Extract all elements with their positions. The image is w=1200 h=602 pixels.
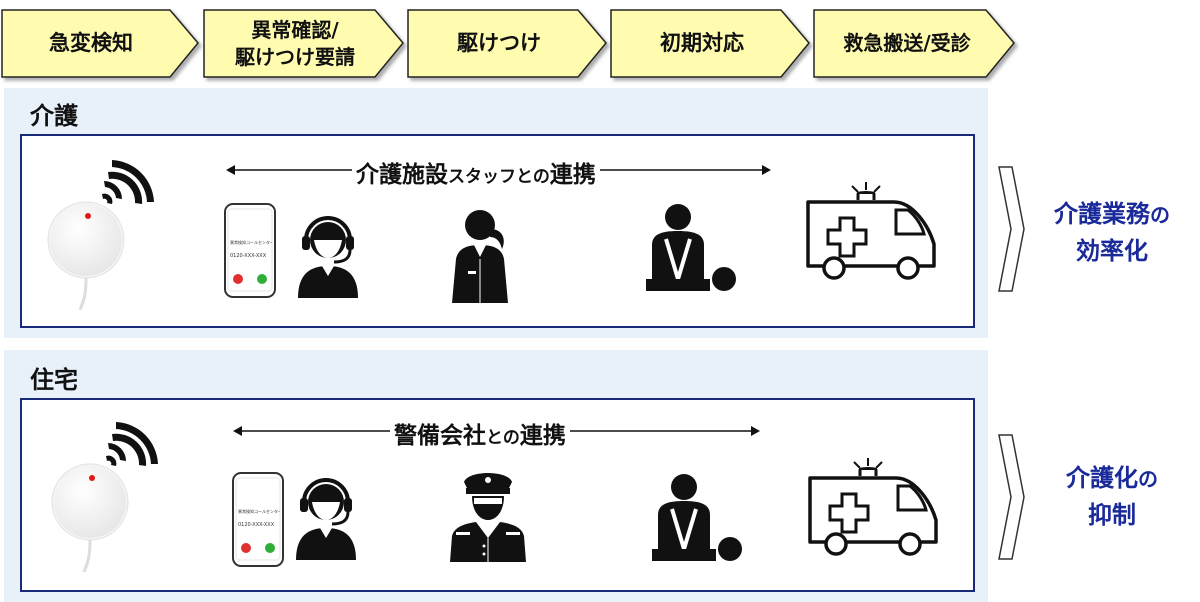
home-sensor-device-icon	[48, 422, 158, 573]
care-outcome-particle: の	[1150, 203, 1170, 227]
step-chevron-3	[407, 9, 607, 78]
step-label-1: 急変検知	[49, 31, 133, 55]
home-flow-end: 連携	[519, 423, 566, 449]
step-label-5: 救急搬送/受診	[843, 31, 971, 55]
caregiver-staff-icon	[446, 205, 522, 303]
care-outcome-arrow-icon	[998, 166, 1025, 292]
step-chevron-5	[813, 9, 1015, 78]
home-operator-headset-icon	[290, 472, 362, 560]
step-chevron-1	[1, 9, 199, 78]
care-smartphone-icon: 異常検知コールセンター 0120-XXX-XXX	[224, 203, 276, 298]
process-steps: 急変検知 異常確認/ 駆けつけ要請 駆けつけ 初期対応 救急搬送/受診	[0, 0, 1200, 90]
step-chevron-4	[610, 9, 810, 78]
home-flow-small: との	[486, 428, 520, 448]
step-label-3: 駆けつけ	[457, 31, 541, 55]
care-outcome: 介護業務の 効率化	[1030, 196, 1194, 269]
care-phone-number: 0120-XXX-XXX	[230, 253, 267, 259]
home-outcome-line2: 抑制	[1088, 501, 1136, 529]
care-sensor-device-icon	[44, 160, 154, 311]
step-label-4: 初期対応	[660, 31, 744, 55]
process-chevrons	[1, 9, 1015, 78]
care-flow-main: 介護施設	[356, 162, 448, 188]
care-flow-small: スタッフとの	[448, 167, 550, 187]
wifi-icon	[102, 160, 154, 204]
home-cpr-icon	[652, 473, 744, 563]
home-ambulance-icon	[806, 456, 940, 556]
care-flow-end: 連携	[549, 162, 596, 188]
care-outcome-line2: 効率化	[1076, 237, 1148, 265]
home-outcome-arrow-icon	[998, 434, 1025, 560]
home-phone-title: 異常検知コールセンター	[238, 509, 280, 514]
care-ambulance-icon	[804, 180, 938, 280]
care-flow-label: 介護施設スタッフとの連携	[352, 155, 600, 189]
care-cpr-icon	[646, 203, 738, 293]
home-flow-label: 警備会社との連携	[390, 416, 570, 450]
care-section-title: 介護	[30, 102, 78, 130]
home-outcome-particle: の	[1138, 467, 1158, 491]
home-flow-main: 警備会社	[394, 423, 486, 449]
home-phone-number: 0120-XXX-XXX	[238, 522, 275, 528]
step-label-2: 異常確認/ 駆けつけ要請	[235, 17, 355, 69]
care-phone-title: 異常検知コールセンター	[230, 240, 272, 245]
step-chevron-2	[203, 9, 404, 78]
home-outcome-line1: 介護化	[1066, 464, 1138, 492]
security-guard-icon	[446, 466, 530, 562]
home-section-title: 住宅	[30, 366, 78, 394]
wifi-icon	[106, 422, 158, 466]
home-outcome: 介護化の 抑制	[1030, 460, 1194, 533]
care-outcome-line1: 介護業務	[1054, 200, 1150, 228]
care-operator-headset-icon	[292, 210, 364, 298]
home-smartphone-icon: 異常検知コールセンター 0120-XXX-XXX	[232, 472, 284, 567]
